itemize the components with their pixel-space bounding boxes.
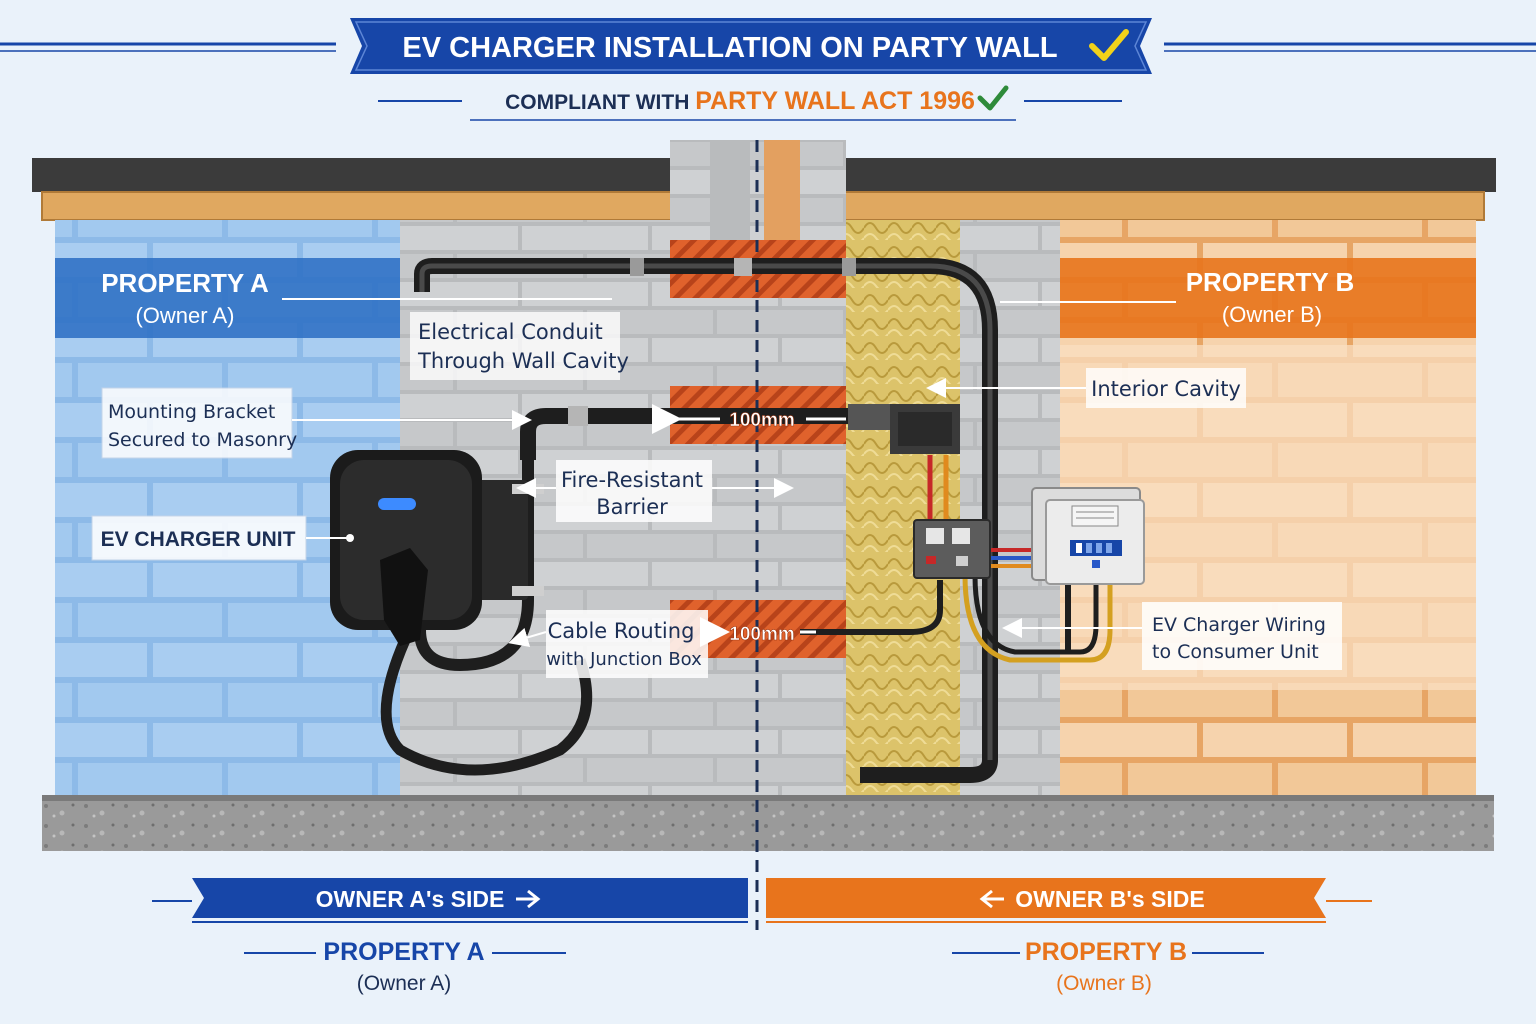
conduit-coupler <box>848 404 896 430</box>
property-a-owner: (Owner A) <box>135 303 234 328</box>
svg-text:Mounting Bracket: Mounting Bracket <box>108 401 275 423</box>
charger-status-light <box>378 498 416 510</box>
callout-fire-barrier: Fire-Resistant Barrier <box>516 460 794 522</box>
property-b-owner: (Owner B) <box>1222 302 1322 327</box>
callout-bracket: Mounting Bracket Secured to Masonry <box>101 387 532 459</box>
svg-text:with Junction Box: with Junction Box <box>546 649 702 670</box>
arrow-right-icon <box>516 889 541 909</box>
callout-routing: Cable Routing with Junction Box <box>508 610 708 678</box>
owner-a-side-banner <box>192 878 748 918</box>
junction-feed <box>800 580 943 635</box>
subtitle: COMPLIANT WITH PARTY WALL ACT 1996 <box>505 87 975 115</box>
roof-left-fascia <box>41 191 698 221</box>
roof-right-tiles <box>816 158 1496 192</box>
roof-right-fascia <box>815 191 1485 221</box>
svg-text:Cable Routing: Cable Routing <box>548 619 695 643</box>
clearance-lower-label: 100mm <box>729 624 795 645</box>
charger-cable-loop <box>414 460 534 672</box>
svg-text:to Consumer Unit: to Consumer Unit <box>1152 641 1319 663</box>
title-banner <box>350 18 1152 74</box>
owner-a-side-label: OWNER A's SIDE <box>316 886 505 912</box>
clearance-lower: 100mm <box>700 617 816 647</box>
property-b-name: PROPERTY B <box>1186 267 1355 297</box>
svg-text:EV CHARGER UNIT: EV CHARGER UNIT <box>101 528 296 551</box>
svg-text:Secured to Masonry: Secured to Masonry <box>108 429 297 451</box>
conduits <box>380 258 1113 783</box>
property-a-label: PROPERTY A (Owner A) <box>55 258 612 338</box>
title-banner-inner <box>354 21 1148 71</box>
svg-text:Barrier: Barrier <box>596 495 668 519</box>
junction-box <box>913 519 991 579</box>
property-a-name: PROPERTY A <box>101 268 269 298</box>
cavity-insulation <box>846 220 960 795</box>
owner-b-side-banner <box>766 878 1326 918</box>
svg-text:Electrical Conduit: Electrical Conduit <box>418 320 603 344</box>
subtitle-prefix: COMPLIANT WITH <box>505 91 689 114</box>
svg-text:Fire-Resistant: Fire-Resistant <box>561 468 703 492</box>
roof-left-tiles <box>32 158 697 192</box>
callout-wiring: EV Charger Wiring to Consumer Unit <box>1002 602 1342 670</box>
svg-text:Through Wall Cavity: Through Wall Cavity <box>417 349 629 373</box>
subtitle-highlight: PARTY WALL ACT 1996 <box>695 87 975 115</box>
callout-conduit: Electrical Conduit Through Wall Cavity <box>410 312 629 380</box>
foundation-slab <box>42 795 1494 851</box>
charging-cable <box>380 637 593 776</box>
owner-b-side-label: OWNER B's SIDE <box>1015 886 1205 912</box>
svg-text:Interior Cavity: Interior Cavity <box>1091 377 1241 401</box>
compliance-check-icon <box>977 85 1009 111</box>
footer-owner-b: (Owner B) <box>1056 972 1152 995</box>
ev-charger <box>330 450 544 646</box>
header: EV CHARGER INSTALLATION ON PARTY WALL CO… <box>0 18 1536 121</box>
clearance-upper-label: 100mm <box>729 410 795 431</box>
callout-cavity: Interior Cavity <box>926 368 1246 408</box>
footer-property-a: PROPERTY A <box>323 938 484 966</box>
arrow-left-icon <box>979 889 1004 909</box>
footer-owner-a: (Owner A) <box>357 972 452 995</box>
consumer-unit <box>1031 487 1145 585</box>
callout-charger: EV CHARGER UNIT <box>91 515 354 561</box>
mounting-bracket <box>470 480 528 600</box>
title-check-icon <box>1089 29 1129 61</box>
roof <box>32 152 1496 221</box>
svg-text:EV Charger Wiring: EV Charger Wiring <box>1152 614 1326 636</box>
charger-plug-icon <box>380 548 428 646</box>
footer: OWNER A's SIDE OWNER B's SIDE PROPERTY A… <box>152 878 1372 995</box>
footer-property-b: PROPERTY B <box>1025 938 1187 966</box>
property-b-label: PROPERTY B (Owner B) <box>1000 258 1476 338</box>
clearance-upper: 100mm <box>652 404 846 434</box>
page-title: EV CHARGER INSTALLATION ON PARTY WALL <box>402 32 1057 64</box>
wiring-to-consumer-unit <box>962 574 1113 663</box>
